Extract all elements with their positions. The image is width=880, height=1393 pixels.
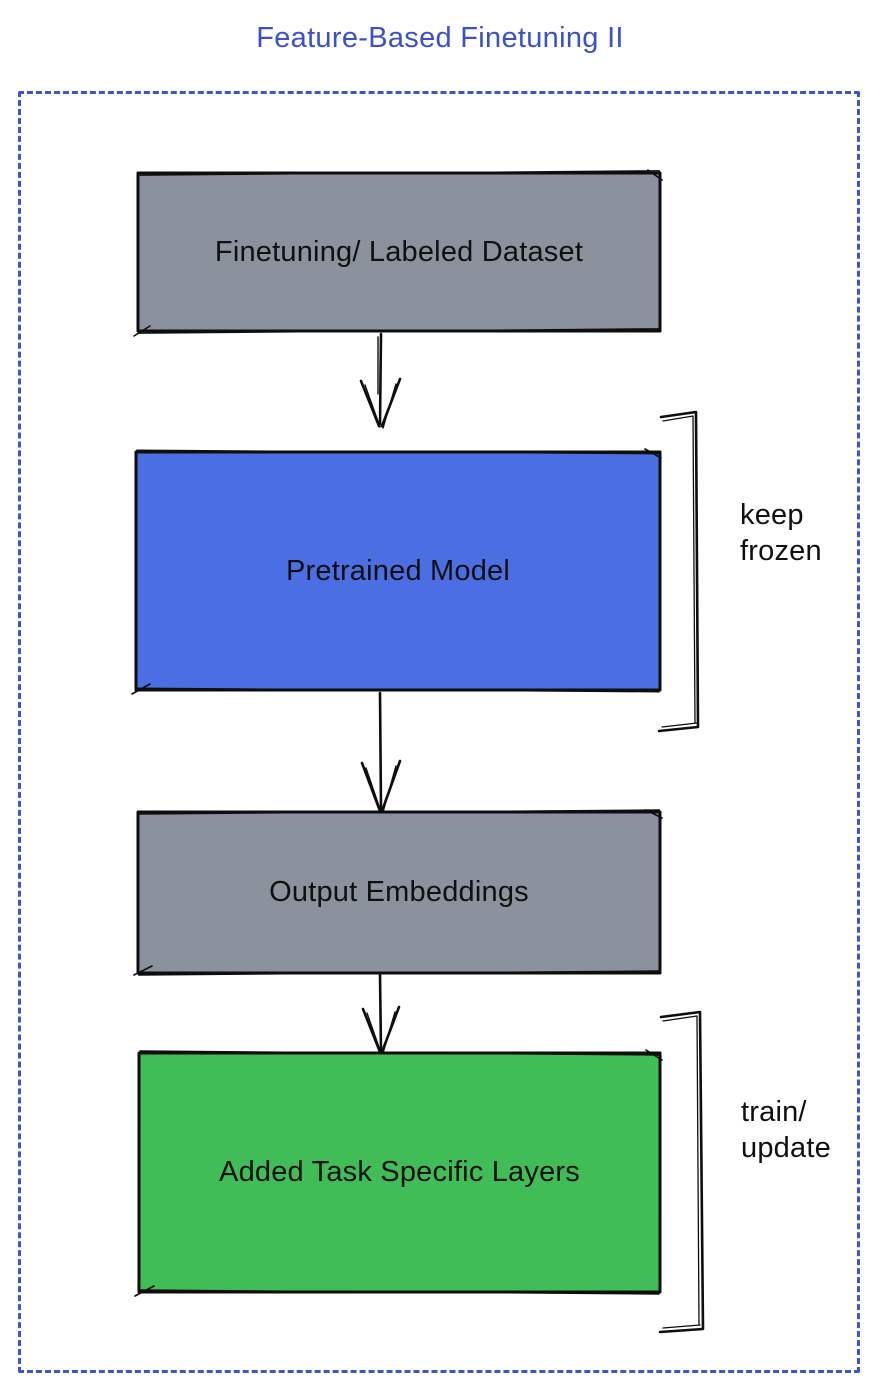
box-label-finetuning-dataset: Finetuning/ Labeled Dataset bbox=[214, 235, 584, 268]
arrow-shaft bbox=[378, 332, 383, 426]
bracket-sketch bbox=[661, 415, 698, 728]
box-sketch-outline bbox=[136, 170, 662, 334]
bracket-stroke bbox=[657, 410, 700, 733]
box-label-added-task-layers: Added Task Specific Layers bbox=[219, 1156, 580, 1188]
box-sketch-outline bbox=[136, 809, 662, 976]
annotation-line: frozen bbox=[740, 535, 822, 567]
box-added-task-layers bbox=[134, 1049, 663, 1297]
box-label-output-embeddings: Output Embeddings bbox=[269, 876, 529, 908]
annotation-line: update bbox=[741, 1132, 831, 1164]
annotation-line: keep bbox=[740, 499, 804, 531]
bracket-keep-frozen bbox=[657, 410, 700, 733]
arrow-head-sketch bbox=[365, 765, 397, 813]
bracket-train-update bbox=[658, 1010, 705, 1334]
arrow-head-sketch bbox=[364, 383, 397, 429]
box-pretrained-model bbox=[131, 448, 662, 695]
diagram-title: Feature-Based Finetuning II bbox=[256, 22, 624, 54]
bracket-sketch bbox=[662, 1015, 701, 1329]
box-sketch-outline bbox=[137, 1050, 662, 1295]
box-corner-ticks bbox=[131, 448, 662, 695]
arrow-shaft bbox=[378, 691, 383, 811]
bracket-stroke bbox=[658, 1010, 705, 1334]
box-corner-ticks bbox=[133, 809, 663, 976]
box-label-pretrained-model: Pretrained Model bbox=[285, 554, 511, 587]
arrow-head-sketch bbox=[366, 1011, 396, 1054]
annotation-line: train/ bbox=[741, 1096, 807, 1128]
dashed-frame bbox=[18, 91, 860, 1373]
annotation-keep-frozen: keep frozen bbox=[740, 497, 822, 569]
box-sketch-outline bbox=[134, 449, 662, 693]
box-fill bbox=[136, 171, 662, 333]
arrow-embeddings-to-layers bbox=[361, 973, 401, 1054]
arrow-dataset-to-model bbox=[359, 332, 402, 429]
box-corner-ticks bbox=[133, 169, 663, 337]
arrow-shaft bbox=[378, 973, 383, 1053]
box-output-embeddings bbox=[133, 809, 663, 976]
box-finetuning-dataset bbox=[133, 169, 663, 337]
annotation-train-update: train/ update bbox=[741, 1094, 831, 1166]
box-corner-ticks bbox=[134, 1049, 663, 1297]
arrow-model-to-embeddings bbox=[360, 691, 402, 813]
